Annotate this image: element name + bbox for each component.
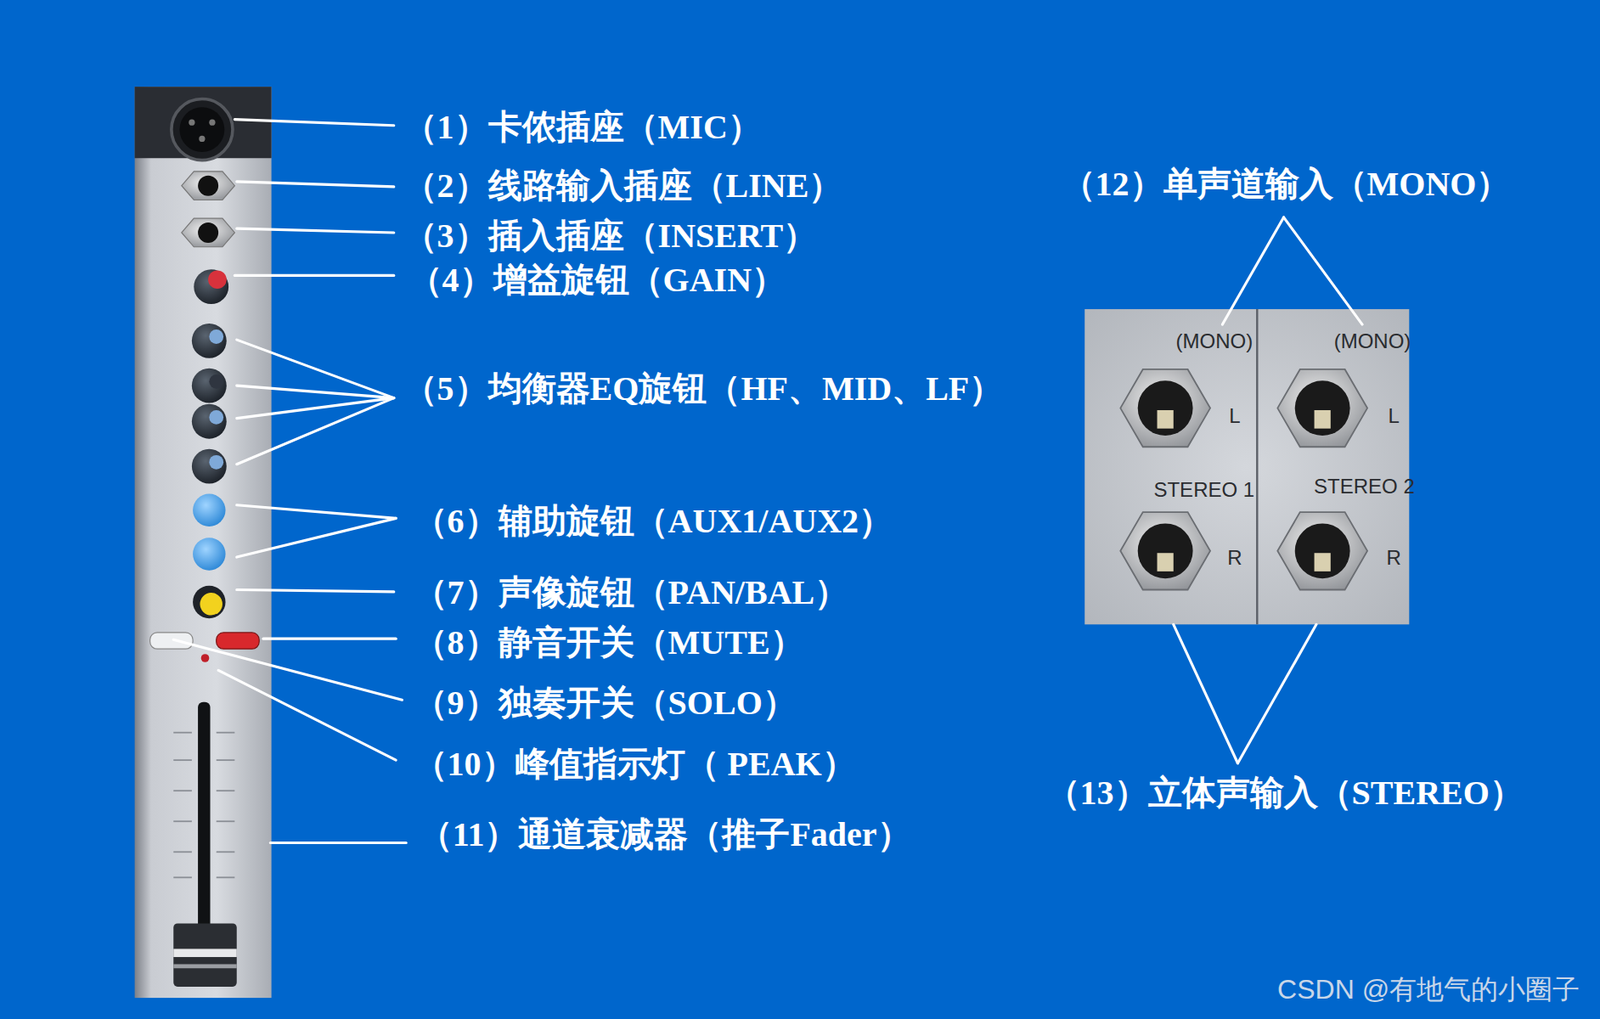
panel-print: (MONO) [1334,330,1412,353]
panel-print: R [1227,546,1242,570]
panel-print: L [1388,405,1400,428]
callout-label: （7）声像旋钮（PAN/BAL） [413,574,850,612]
callout-label: （11）通道衰减器（推子Fader） [418,816,912,854]
input-jack-panel [1084,309,1409,625]
callout-label: （9）独奏开关（SOLO） [413,684,797,722]
leader-lines [173,119,1363,844]
watermark: CSDN @有地气的小圈子 [1277,974,1580,1005]
callout-label: （12）单声道输入（MONO） [1061,165,1511,203]
callout-label: （10）峰值指示灯（ PEAK） [413,745,857,784]
callout-label: （13）立体声输入（STEREO） [1046,774,1524,812]
callout-label: （8）静音开关（MUTE） [413,624,805,662]
panel-print: R [1386,546,1402,570]
callout-label: （3）插入插座（INSERT） [403,217,818,255]
channel-strip [135,86,272,998]
panel-print: STEREO 1 [1153,478,1255,502]
callout-label: （6）辅助旋钮（AUX1/AUX2） [413,502,893,541]
callout-label: （4）增益旋钮（GAIN） [408,261,786,299]
panel-print: L [1228,405,1240,428]
callout-label: （5）均衡器EQ旋钮（HF、MID、LF） [403,370,1004,408]
callout-label: （2）线路输入插座（LINE） [403,167,844,205]
callout-label: （1）卡侬插座（MIC） [403,108,762,147]
panel-print: (MONO) [1175,330,1253,353]
panel-print: STEREO 2 [1313,475,1415,498]
